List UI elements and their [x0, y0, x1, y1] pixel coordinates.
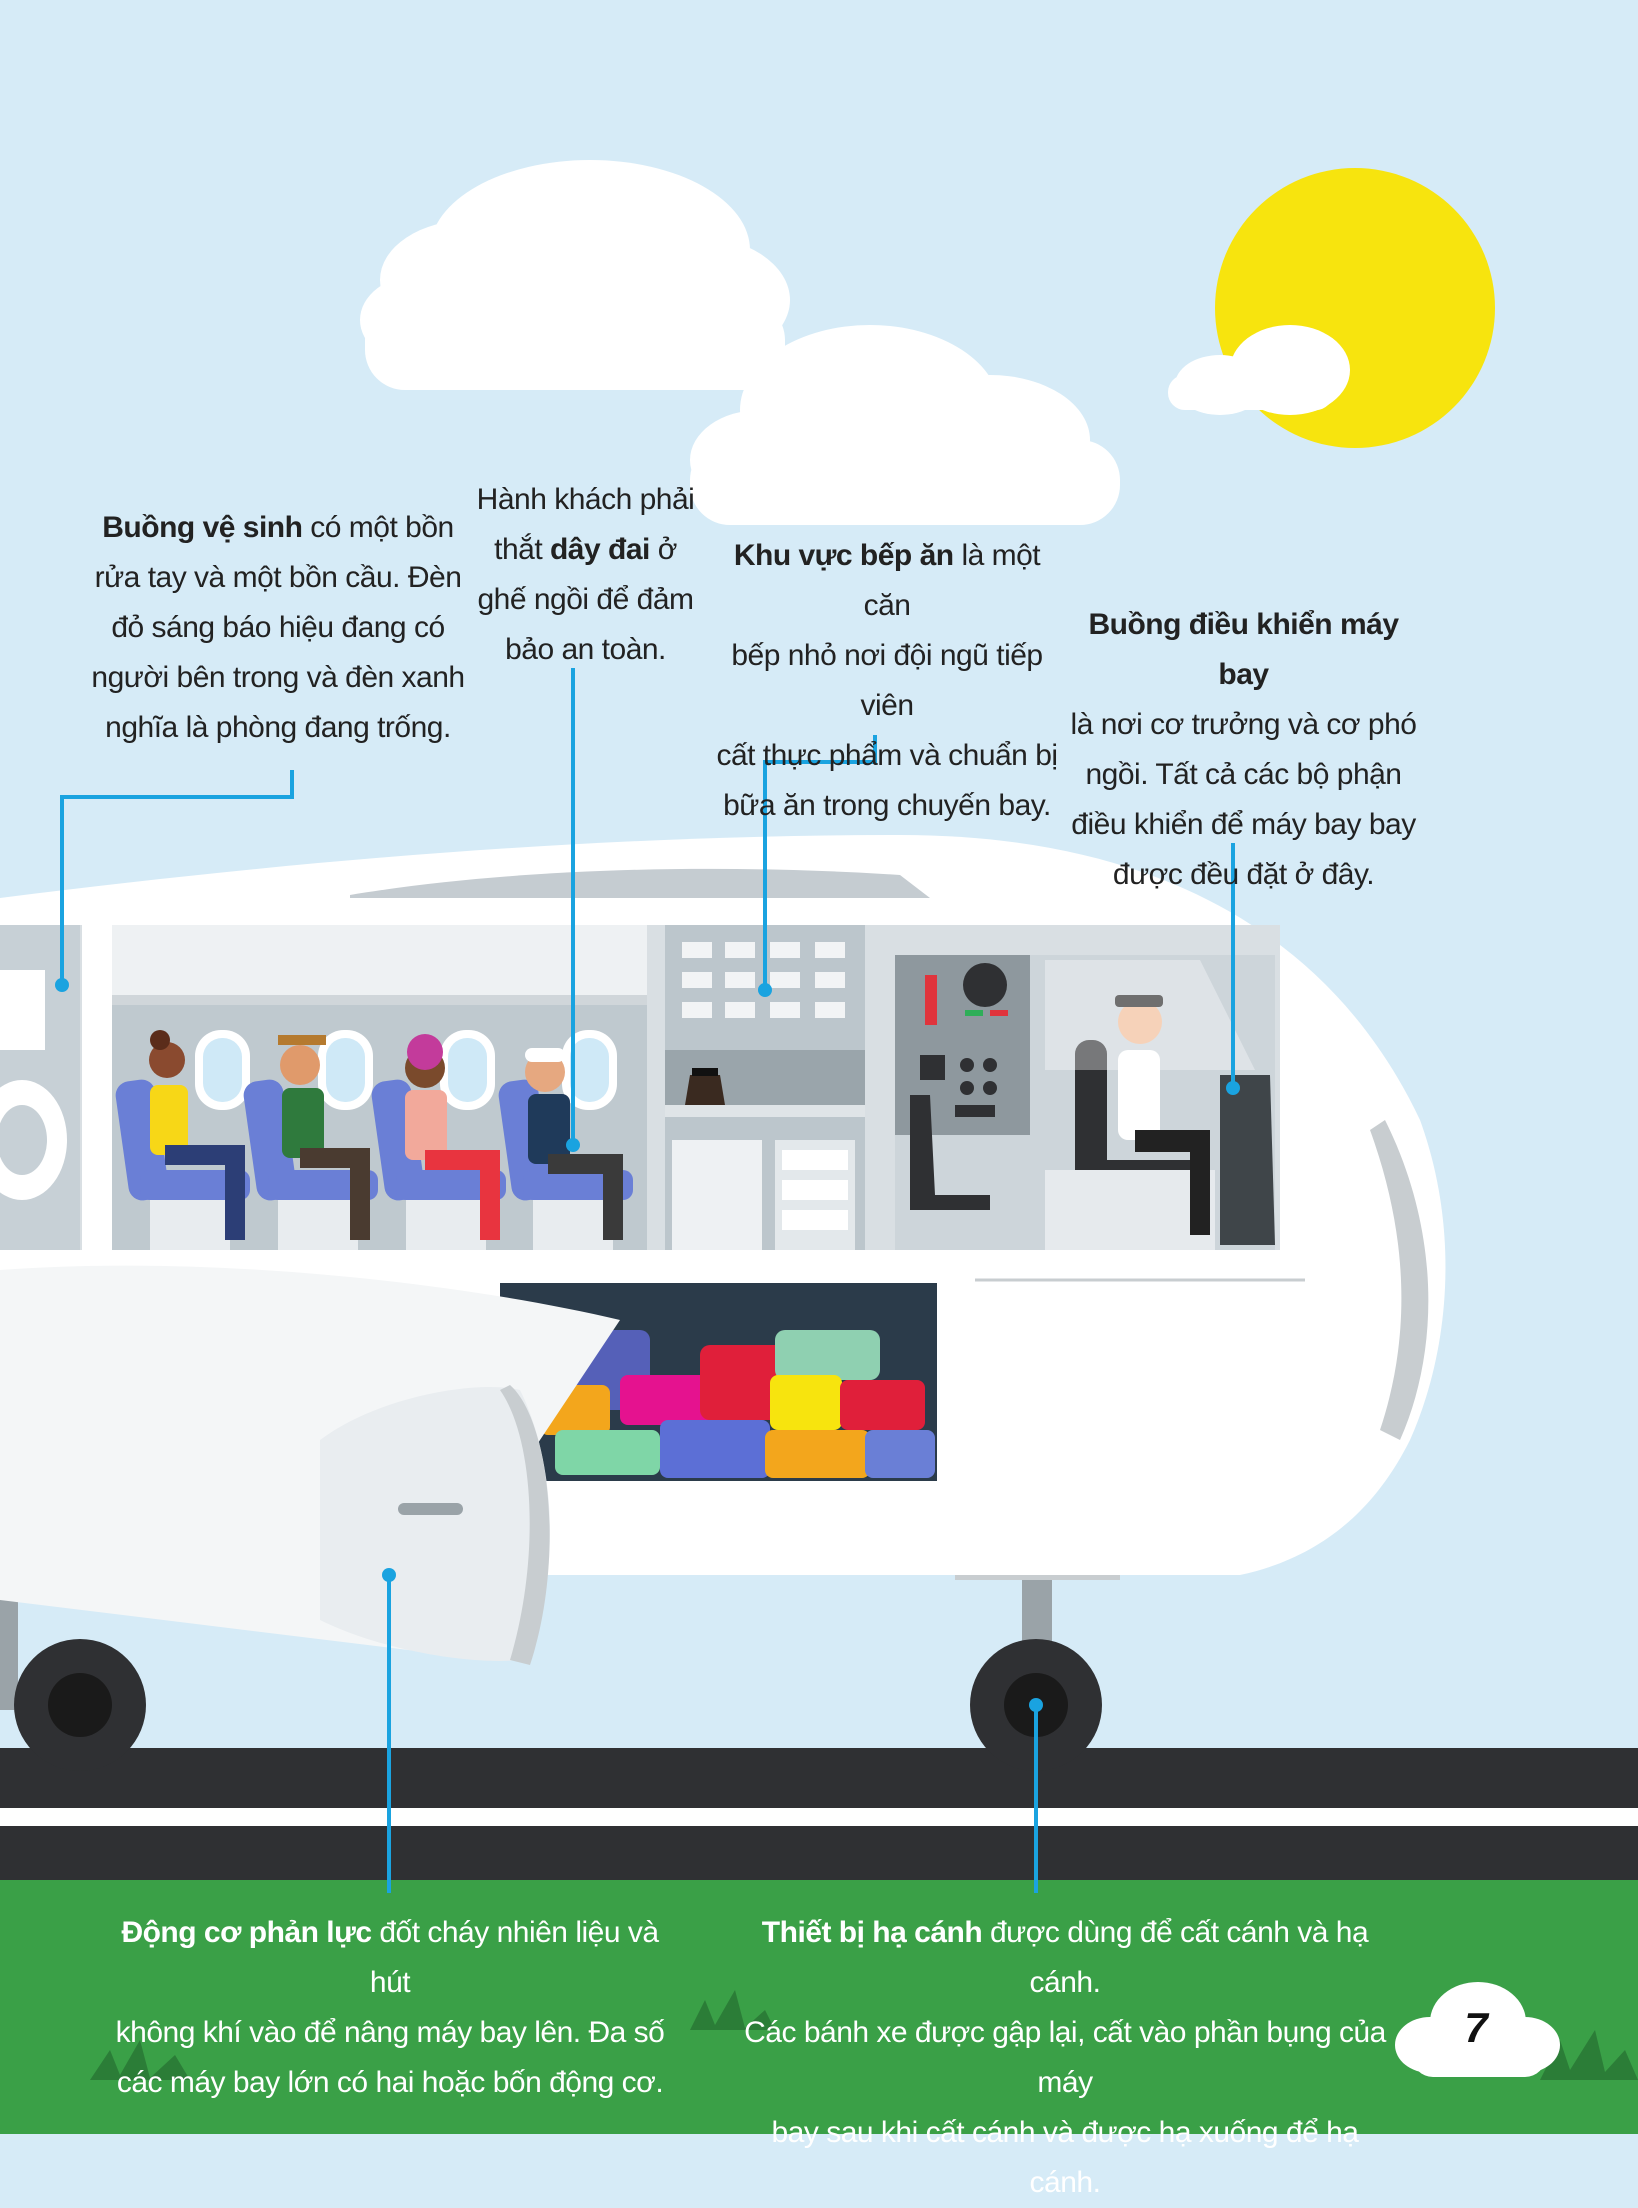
passenger-4	[525, 1048, 623, 1240]
callout-restroom-title: Buồng vệ sinh	[102, 511, 303, 544]
pointer-dots	[55, 978, 1240, 1712]
callout-restroom: Buồng vệ sinh có một bồn rửa tay và một …	[91, 511, 465, 744]
runway-stripe	[0, 1808, 1638, 1826]
fuselage-top-window	[350, 868, 930, 898]
small-cloud	[1168, 325, 1350, 415]
cockpit	[895, 955, 1275, 1250]
cockpit-window	[1045, 960, 1255, 1070]
engine-intake	[500, 1385, 550, 1665]
callout-landing-gear-title: Thiết bị hạ cánh	[761, 1916, 983, 1949]
passenger-section	[112, 925, 647, 1250]
engine-detail	[398, 1503, 463, 1515]
callout-seatbelt: Hành khách phải thắt dây đai ở ghế ngồi …	[476, 483, 695, 666]
cloud-left	[360, 160, 790, 390]
grass-tufts	[90, 1990, 1638, 2080]
pilot	[1115, 995, 1210, 1235]
pointer-lines	[60, 668, 1235, 1893]
callout-engine-title: Động cơ phản lực	[121, 1916, 372, 1949]
airplane-cutaway-illustration	[0, 160, 1638, 2134]
callout-engine: Động cơ phản lực đốt cháy nhiên liệu và …	[115, 1916, 665, 2099]
engine-nacelle	[320, 1387, 550, 1661]
cloud-center	[690, 325, 1120, 525]
page-number: 7	[1464, 2004, 1488, 2051]
callout-galley-title: Khu vực bếp ăn	[733, 539, 954, 572]
passenger-2	[278, 1035, 370, 1240]
callout-galley: Khu vực bếp ăn là một căn bếp nhỏ nơi độ…	[716, 539, 1058, 822]
coffee-pot	[685, 1068, 725, 1105]
yoke	[1220, 1075, 1275, 1245]
pointer-galley	[763, 735, 877, 990]
callout-cockpit-title: Buồng điều khiển máy bay	[1088, 608, 1399, 691]
main-wheel	[14, 1639, 146, 1771]
restroom	[0, 925, 112, 1250]
nose-shadow	[1370, 1120, 1429, 1440]
grass	[0, 1878, 1638, 2134]
pointer-restroom	[60, 770, 294, 985]
page-number-cloud	[1395, 1982, 1560, 2077]
callout-cockpit: Buồng điều khiển máy bay là nơi cơ trưởn…	[1070, 608, 1417, 891]
callout-landing-gear: Thiết bị hạ cánh được dùng để cất cánh v…	[744, 1916, 1386, 2199]
callout-seatbelt-title: dây đai	[549, 533, 650, 566]
passenger-3	[405, 1034, 500, 1240]
passenger-1	[149, 1030, 245, 1240]
